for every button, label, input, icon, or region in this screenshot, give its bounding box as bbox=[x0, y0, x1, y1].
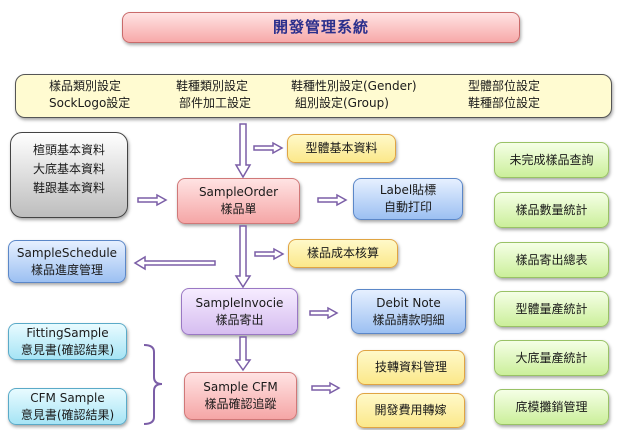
report-label: 大底量產統計 bbox=[515, 350, 588, 365]
arrow-right-icon bbox=[309, 306, 339, 320]
setting-group[interactable]: 組別設定(Group) bbox=[295, 96, 389, 110]
cfm-sample-box[interactable]: CFM Sample 意見書(確認結果) bbox=[8, 388, 127, 425]
last-basic-data: 楦頭基本資料 bbox=[32, 143, 105, 157]
arrow-right-icon bbox=[137, 193, 168, 207]
sample-schedule-title: SampleSchedule bbox=[16, 245, 118, 260]
cfm-sample-title: CFM Sample bbox=[30, 390, 105, 405]
sample-schedule-box[interactable]: SampleSchedule 樣品進度管理 bbox=[8, 240, 126, 283]
tech-transfer-box[interactable]: 技轉資料管理 bbox=[357, 350, 465, 385]
report-model-production[interactable]: 型體量產統計 bbox=[494, 291, 609, 327]
system-title: 開發管理系統 bbox=[122, 12, 520, 43]
sample-order-title: SampleOrder bbox=[198, 185, 279, 199]
model-basic-data-label: 型體基本資料 bbox=[305, 141, 378, 155]
report-label: 未完成樣品查詢 bbox=[509, 152, 594, 167]
report-sole-production[interactable]: 大底量產統計 bbox=[494, 340, 609, 376]
report-mold-amortization[interactable]: 底模攤銷管理 bbox=[494, 389, 609, 425]
setting-shoe-parts[interactable]: 鞋種部位設定 bbox=[468, 96, 541, 110]
report-unfinished-samples[interactable]: 未完成樣品查詢 bbox=[494, 142, 609, 178]
arrow-right-icon bbox=[311, 381, 341, 395]
setting-shoe-gender[interactable]: 鞋種性別設定(Gender) bbox=[291, 79, 417, 93]
sample-cost-box[interactable]: 樣品成本核算 bbox=[288, 239, 398, 268]
debit-note-subtitle: 樣品請款明細 bbox=[372, 312, 445, 327]
arrow-right-icon bbox=[253, 141, 284, 155]
fitting-sample-subtitle: 意見書(確認結果) bbox=[20, 342, 115, 357]
basic-data-box[interactable]: 楦頭基本資料 大底基本資料 鞋跟基本資料 bbox=[10, 132, 128, 218]
sole-basic-data: 大底基本資料 bbox=[32, 162, 105, 176]
settings-panel: 樣品類別設定 鞋種類別設定 鞋種性別設定(Gender) 型體部位設定 Sock… bbox=[15, 74, 612, 118]
arrow-right-icon bbox=[317, 193, 348, 207]
arrow-down-icon bbox=[234, 123, 252, 179]
arrow-down-icon bbox=[234, 225, 252, 289]
setting-socklogo[interactable]: SockLogo設定 bbox=[49, 96, 131, 110]
sample-cfm-box[interactable]: Sample CFM 樣品確認追蹤 bbox=[184, 372, 297, 420]
sample-invoice-title: SampleInvocie bbox=[195, 295, 284, 310]
cfm-sample-subtitle: 意見書(確認結果) bbox=[20, 407, 115, 422]
label-print-title: Label貼標 bbox=[379, 183, 437, 197]
fitting-sample-box[interactable]: FittingSample 意見書(確認結果) bbox=[8, 323, 127, 360]
sample-invoice-box[interactable]: SampleInvocie 樣品寄出 bbox=[181, 288, 298, 335]
sample-schedule-subtitle: 樣品進度管理 bbox=[30, 262, 103, 277]
setting-sample-category[interactable]: 樣品類別設定 bbox=[49, 79, 122, 93]
label-print-subtitle: 自動打印 bbox=[383, 200, 432, 214]
report-label: 樣品寄出總表 bbox=[515, 252, 588, 267]
sample-order-subtitle: 樣品單 bbox=[220, 202, 257, 216]
report-sample-shipment[interactable]: 樣品寄出總表 bbox=[494, 242, 609, 278]
tech-transfer-label: 技轉資料管理 bbox=[374, 360, 447, 374]
sample-cfm-subtitle: 樣品確認追蹤 bbox=[204, 397, 277, 411]
heel-basic-data: 鞋跟基本資料 bbox=[32, 181, 105, 195]
report-label: 底模攤銷管理 bbox=[515, 399, 588, 414]
setting-model-parts[interactable]: 型體部位設定 bbox=[468, 79, 541, 93]
fitting-sample-title: FittingSample bbox=[26, 325, 109, 340]
sample-cost-label: 樣品成本核算 bbox=[306, 246, 379, 260]
arrow-left-icon bbox=[133, 255, 216, 271]
sample-invoice-subtitle: 樣品寄出 bbox=[215, 312, 264, 327]
arrow-down-icon bbox=[234, 336, 252, 372]
report-sample-quantity[interactable]: 樣品數量統計 bbox=[494, 192, 609, 228]
setting-part-processing[interactable]: 部件加工設定 bbox=[179, 96, 252, 110]
model-basic-data-box[interactable]: 型體基本資料 bbox=[287, 134, 396, 163]
dev-cost-transfer-box[interactable]: 開發費用轉嫁 bbox=[356, 393, 465, 428]
debit-note-title: Debit Note bbox=[376, 295, 441, 310]
setting-shoe-category[interactable]: 鞋種類別設定 bbox=[176, 79, 249, 93]
arrow-right-icon bbox=[254, 247, 285, 261]
brace-icon bbox=[143, 344, 163, 425]
label-print-box[interactable]: Label貼標 自動打印 bbox=[353, 178, 463, 220]
sample-order-box[interactable]: SampleOrder 樣品單 bbox=[177, 178, 300, 224]
debit-note-box[interactable]: Debit Note 樣品請款明細 bbox=[351, 289, 466, 334]
report-label: 樣品數量統計 bbox=[515, 202, 588, 217]
sample-cfm-title: Sample CFM bbox=[203, 380, 278, 394]
dev-cost-transfer-label: 開發費用轉嫁 bbox=[374, 403, 447, 417]
report-label: 型體量產統計 bbox=[515, 301, 588, 316]
